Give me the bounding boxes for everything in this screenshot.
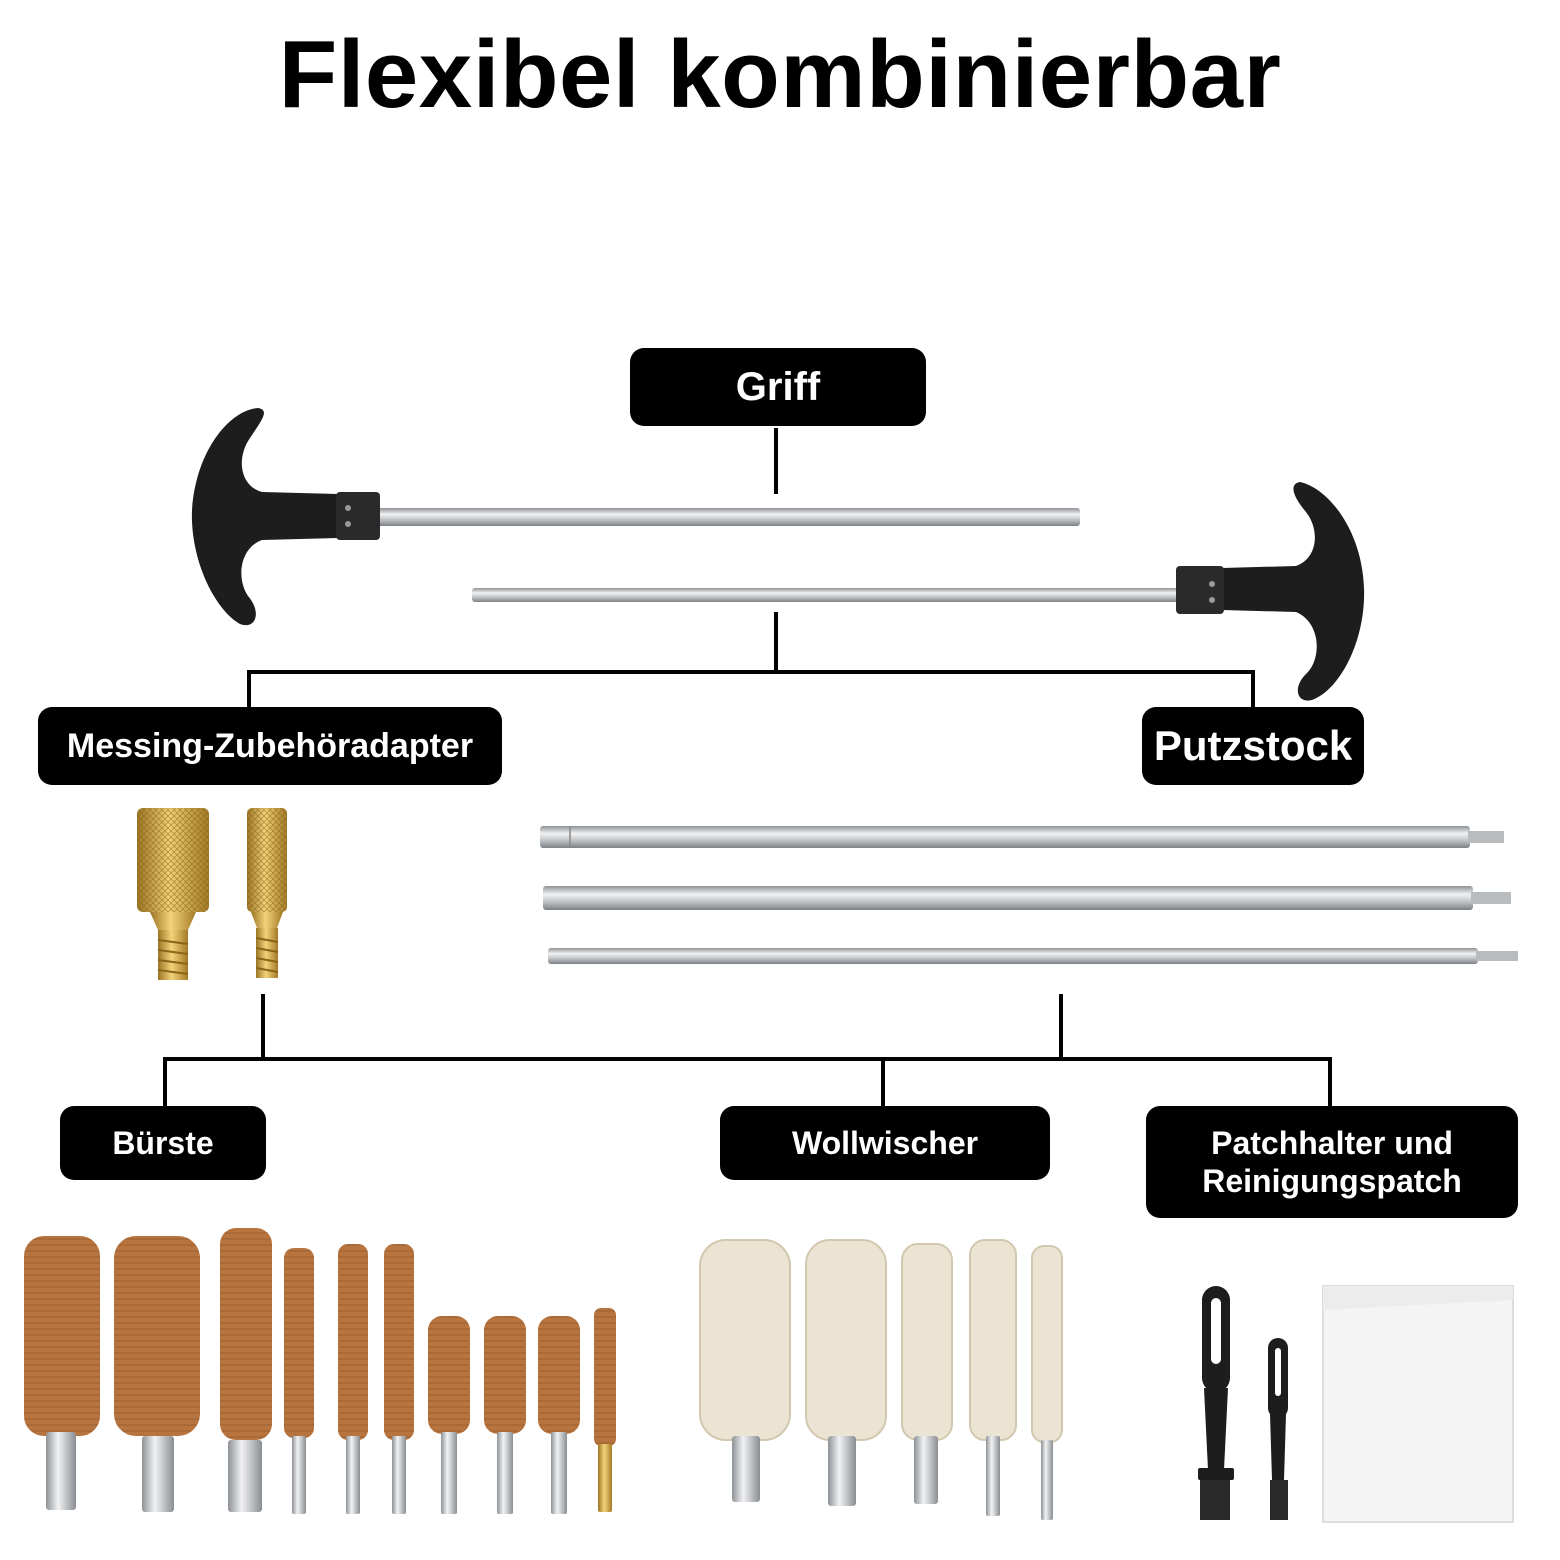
handle-rod-upper <box>191 408 1080 626</box>
page-title: Flexibel kombinierbar <box>278 21 1282 128</box>
wool-mops <box>699 1239 1063 1520</box>
label-wollwischer: Wollwischer <box>720 1106 1050 1180</box>
label-messing-adapter: Messing-Zubehöradapter <box>38 707 502 785</box>
label-buerste: Bürste <box>60 1106 266 1180</box>
handle-rod-lower <box>472 482 1365 701</box>
label-patchhalter-line2: Reinigungspatch <box>1202 1163 1462 1199</box>
label-putzstock: Putzstock <box>1142 707 1364 785</box>
label-griff: Griff <box>630 348 926 426</box>
label-patchhalter: Patchhalter und Reinigungspatch <box>1146 1106 1518 1218</box>
cleaning-patch <box>1322 1285 1514 1523</box>
cleaning-rods <box>540 826 1518 964</box>
brass-adapters <box>137 808 287 980</box>
label-patchhalter-line1: Patchhalter und <box>1211 1124 1453 1161</box>
connector-lines <box>163 428 1332 1106</box>
brushes <box>24 1228 616 1514</box>
patch-holders <box>1198 1286 1288 1520</box>
